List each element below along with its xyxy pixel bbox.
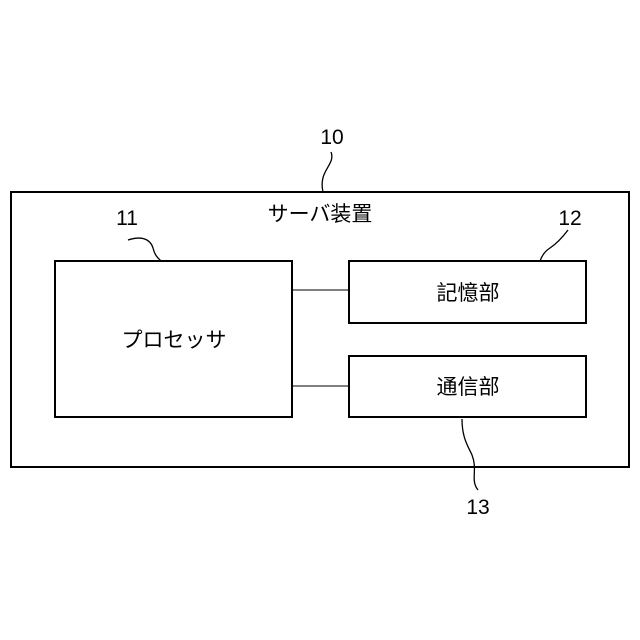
storage-label: 記憶部 (437, 281, 500, 305)
leader-line-10 (322, 152, 332, 192)
communication-label: 通信部 (437, 375, 500, 399)
ref-numeral-13: 13 (466, 496, 489, 519)
ref-numeral-12: 12 (558, 207, 581, 230)
processor-label: プロセッサ (122, 328, 227, 352)
server-device-label: サーバ装置 (268, 202, 373, 226)
ref-numeral-10: 10 (320, 126, 343, 149)
ref-numeral-11: 11 (116, 207, 138, 230)
